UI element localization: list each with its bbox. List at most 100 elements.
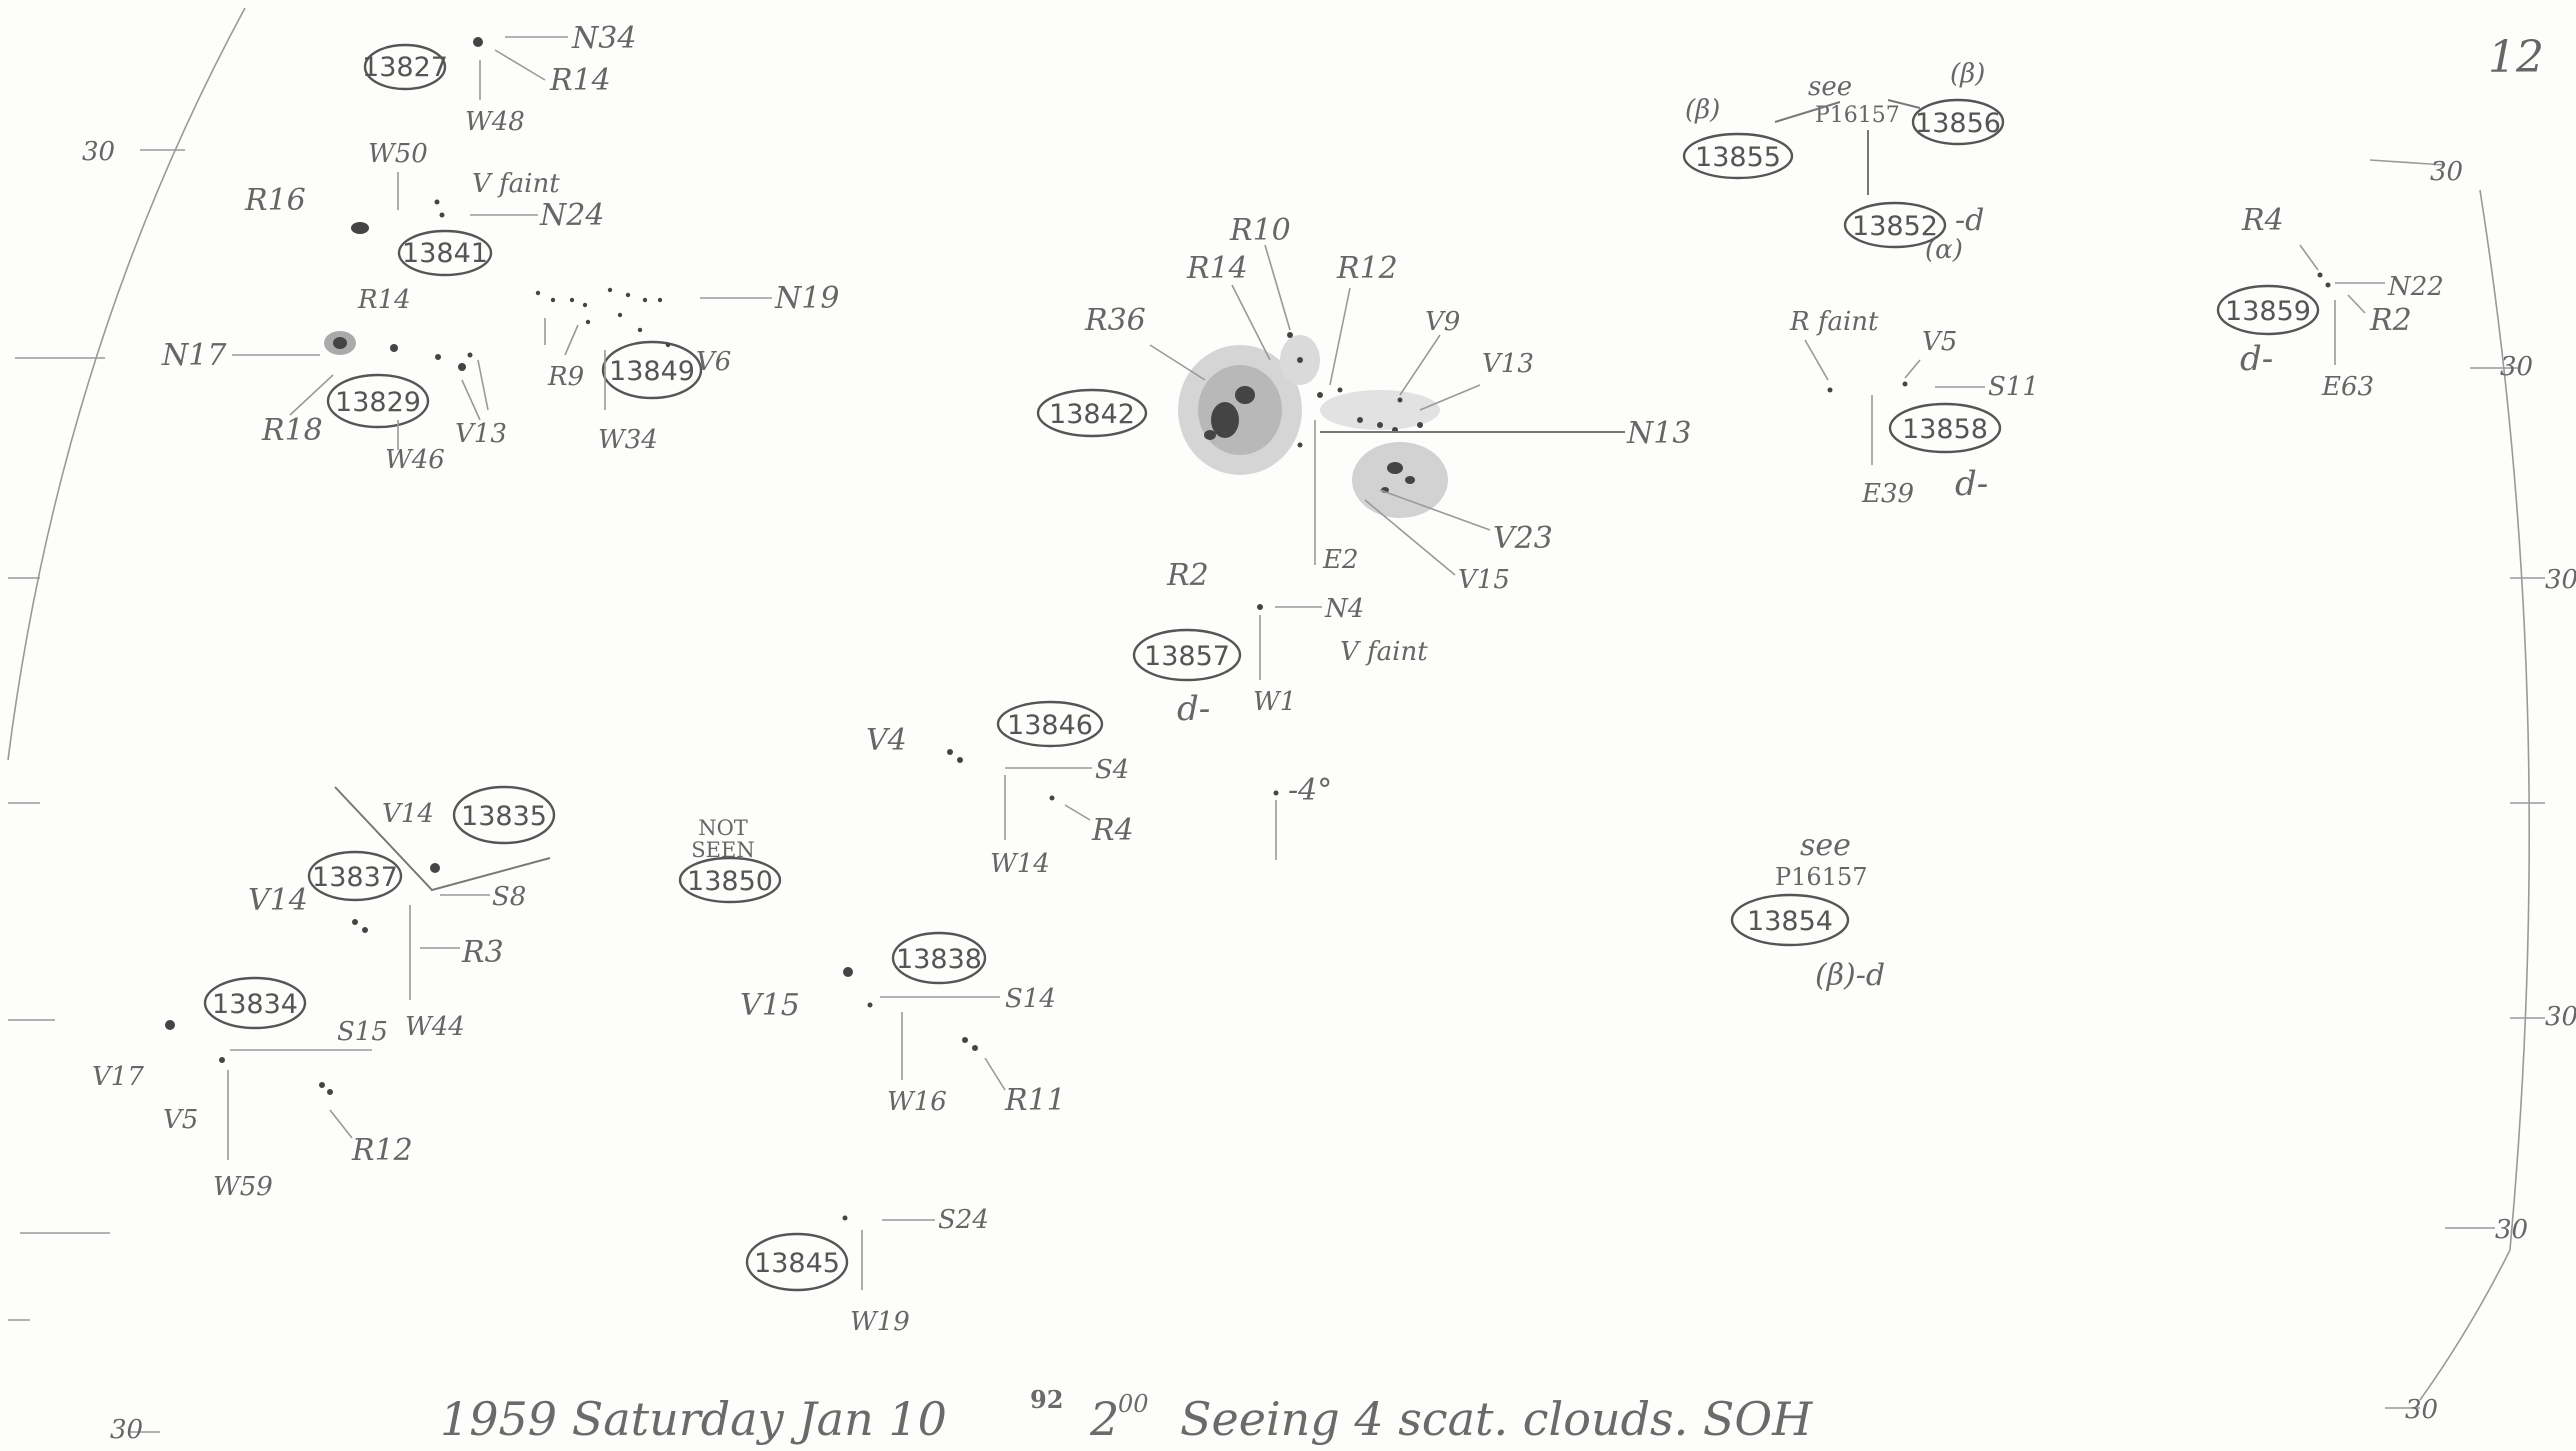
sunspot — [219, 1057, 225, 1063]
position-label: V5 — [1922, 327, 1957, 357]
group-id: 13834 — [212, 989, 298, 1020]
position-label: N22 — [2387, 272, 2444, 302]
position-label: E2 — [1322, 545, 1359, 575]
position-label: R12 — [1336, 251, 1398, 286]
sunspot-cluster — [535, 287, 671, 348]
sunspot — [867, 1002, 873, 1008]
group-13841: 13841 W50 R16 V faint N24 — [244, 139, 604, 277]
group-13829: 13829 R14 N17 R18 W46 V13 — [161, 285, 507, 475]
group-id: 13835 — [461, 801, 547, 832]
not-seen-label: NOT — [698, 816, 748, 840]
position-label: R16 — [244, 183, 306, 218]
margin-mark-30: 30 — [2405, 1395, 2438, 1425]
group-id-oval — [452, 785, 556, 845]
group-13857: 13857 R2 N4 V faint W1 d- — [1132, 558, 1428, 729]
margin-mark-30: 30 — [110, 1415, 143, 1445]
position-label: S4 — [1095, 755, 1129, 785]
group-id-oval — [1132, 628, 1242, 682]
group-13835: 13835 V14 S8 — [334, 785, 556, 912]
sunspot — [1204, 332, 1423, 493]
disk-limb-right — [2479, 189, 2531, 1251]
position-label: N24 — [539, 198, 604, 233]
disk-limb-right-lower — [2419, 1249, 2511, 1401]
position-label: W46 — [385, 445, 445, 475]
sunspot — [2317, 272, 2323, 278]
position-label: W48 — [465, 107, 525, 137]
position-label: R faint — [1789, 307, 1879, 337]
position-label: S24 — [938, 1205, 989, 1235]
arrow-line — [1774, 101, 1841, 123]
group-id: 13846 — [1007, 710, 1093, 741]
sunspot — [327, 1089, 333, 1095]
position-label: W16 — [887, 1087, 947, 1117]
position-label: V14 — [248, 883, 308, 918]
group-13837: 13837 V14 R3 W44 — [248, 850, 504, 1042]
position-label: V14 — [382, 799, 434, 829]
sunspot — [333, 337, 347, 349]
sunspot-penumbra — [1178, 335, 1448, 518]
position-label: R10 — [1229, 213, 1291, 248]
position-label: R9 — [547, 362, 584, 392]
margin-mark-30: 30 — [2430, 157, 2463, 187]
position-label: V15 — [740, 988, 800, 1023]
group-id: 13827 — [362, 52, 448, 83]
bracket-line — [334, 786, 551, 892]
group-id-oval — [1682, 132, 1794, 180]
footer-time: 2 — [1089, 1392, 1119, 1446]
group-id: 13837 — [312, 862, 398, 893]
arrow-line — [1887, 99, 1921, 109]
group-id: 13854 — [1747, 906, 1833, 937]
group-id-oval — [326, 373, 430, 429]
position-label: N19 — [774, 281, 839, 316]
margin-mark-30: 30 — [2545, 1002, 2576, 1032]
position-label: (β) — [1950, 59, 1985, 89]
position-label: V13 — [455, 419, 507, 449]
position-label: V9 — [1425, 307, 1460, 337]
position-label: -d — [1955, 203, 1984, 238]
position-label: R2 — [2369, 303, 2412, 338]
position-label: V15 — [1458, 565, 1510, 595]
group-13858: 13858 R faint V5 S11 E39 d- — [1789, 307, 2039, 509]
position-label: d- — [1955, 464, 1988, 504]
group-13838: 13838 S14 V15 W16 R11 — [740, 931, 1066, 1118]
position-label: R3 — [461, 935, 504, 970]
group-id: 13842 — [1049, 399, 1135, 430]
group-13842: 13842 R10 R14 R12 — [1036, 213, 1691, 595]
footer-date-fraction: 92 — [1030, 1385, 1063, 1414]
see-ref: P16157 — [1775, 863, 1868, 891]
sunspot — [972, 1045, 978, 1051]
position-label: S11 — [1988, 372, 2039, 402]
margin-mark-30: 30 — [2545, 565, 2576, 595]
position-label: R11 — [1004, 1083, 1066, 1118]
sunspot — [439, 212, 445, 218]
sunspot — [843, 967, 853, 977]
position-label: S15 — [337, 1017, 388, 1047]
sunspot — [947, 749, 953, 755]
footer-conditions: Seeing 4 scat. clouds. SOH — [1180, 1392, 1813, 1446]
position-label: V4 — [866, 723, 907, 758]
sunspot — [962, 1037, 968, 1043]
group-id-oval — [1911, 98, 2005, 146]
position-label: V faint — [1340, 637, 1428, 667]
sunspot — [1049, 795, 1055, 801]
position-label: R18 — [261, 413, 323, 448]
position-label: V5 — [163, 1105, 198, 1135]
group-id: 13858 — [1902, 414, 1988, 445]
sunspot — [351, 222, 369, 234]
position-label: R4 — [1091, 813, 1134, 848]
sunspot — [2325, 282, 2331, 288]
group-id: 13829 — [335, 387, 421, 418]
position-label: S14 — [1005, 984, 1056, 1014]
position-label: V17 — [92, 1062, 144, 1092]
group-id-oval — [1843, 201, 1947, 249]
position-label: R36 — [1084, 303, 1146, 338]
sunspot — [165, 1020, 175, 1030]
see-label: see — [1800, 828, 1851, 863]
group-id-oval — [678, 856, 782, 904]
position-label: R14 — [549, 63, 611, 98]
group-13827: 13827 N34 R14 W48 — [362, 21, 636, 137]
position-label: d- — [2240, 339, 2273, 379]
sunspot — [842, 1215, 848, 1221]
position-label: N34 — [571, 21, 636, 56]
sunspot — [957, 757, 963, 763]
